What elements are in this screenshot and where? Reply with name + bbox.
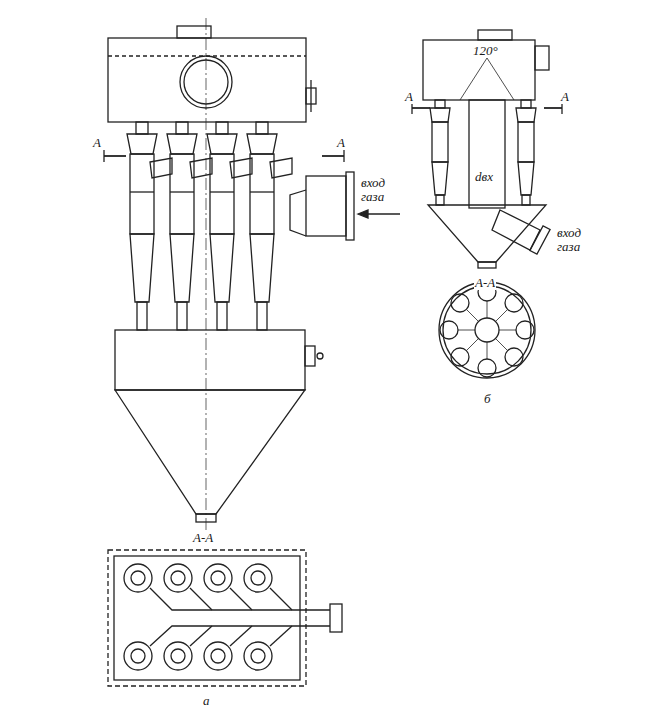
- section-title: А-А: [474, 276, 496, 290]
- section-mark: А: [560, 90, 570, 104]
- inlet-label: вход газа: [556, 226, 598, 253]
- angle-label: 120°: [472, 44, 499, 58]
- figure-label: а: [202, 694, 211, 708]
- section-mark: А: [336, 136, 346, 150]
- figure-label: б: [483, 392, 492, 406]
- diameter-label: dвх: [474, 170, 494, 184]
- section-mark: А: [92, 136, 102, 150]
- section-mark: А: [404, 90, 414, 104]
- inlet-label: вход газа: [360, 176, 402, 203]
- section-title: А-А: [192, 531, 214, 545]
